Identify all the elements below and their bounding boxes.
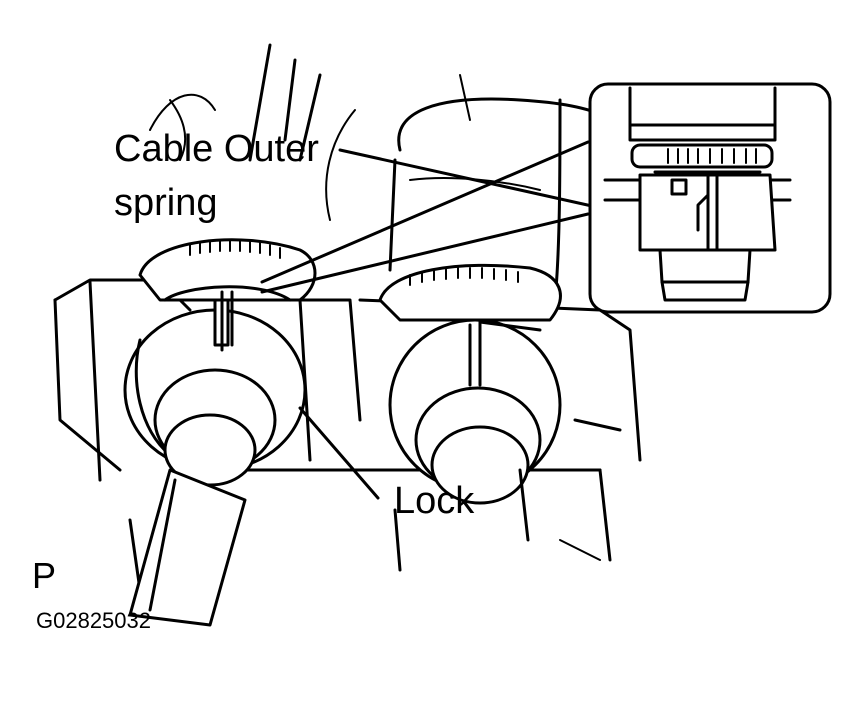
figure-id: G02825032: [36, 608, 151, 633]
left-gear-ring: [138, 238, 317, 302]
housing-bracket: [53, 278, 642, 592]
label-lock: Lock: [394, 480, 475, 522]
right-lock-assembly: [388, 318, 562, 542]
right-gear-ring: [378, 263, 562, 322]
background-sketch-lines: [149, 43, 471, 221]
left-lock-assembly: [123, 285, 307, 487]
left-cable: [128, 468, 247, 627]
label-cable-outer: Cable Outer: [114, 128, 319, 170]
inset-detail: [588, 82, 832, 314]
label-position: P: [32, 555, 57, 596]
label-spring: spring: [114, 182, 218, 224]
